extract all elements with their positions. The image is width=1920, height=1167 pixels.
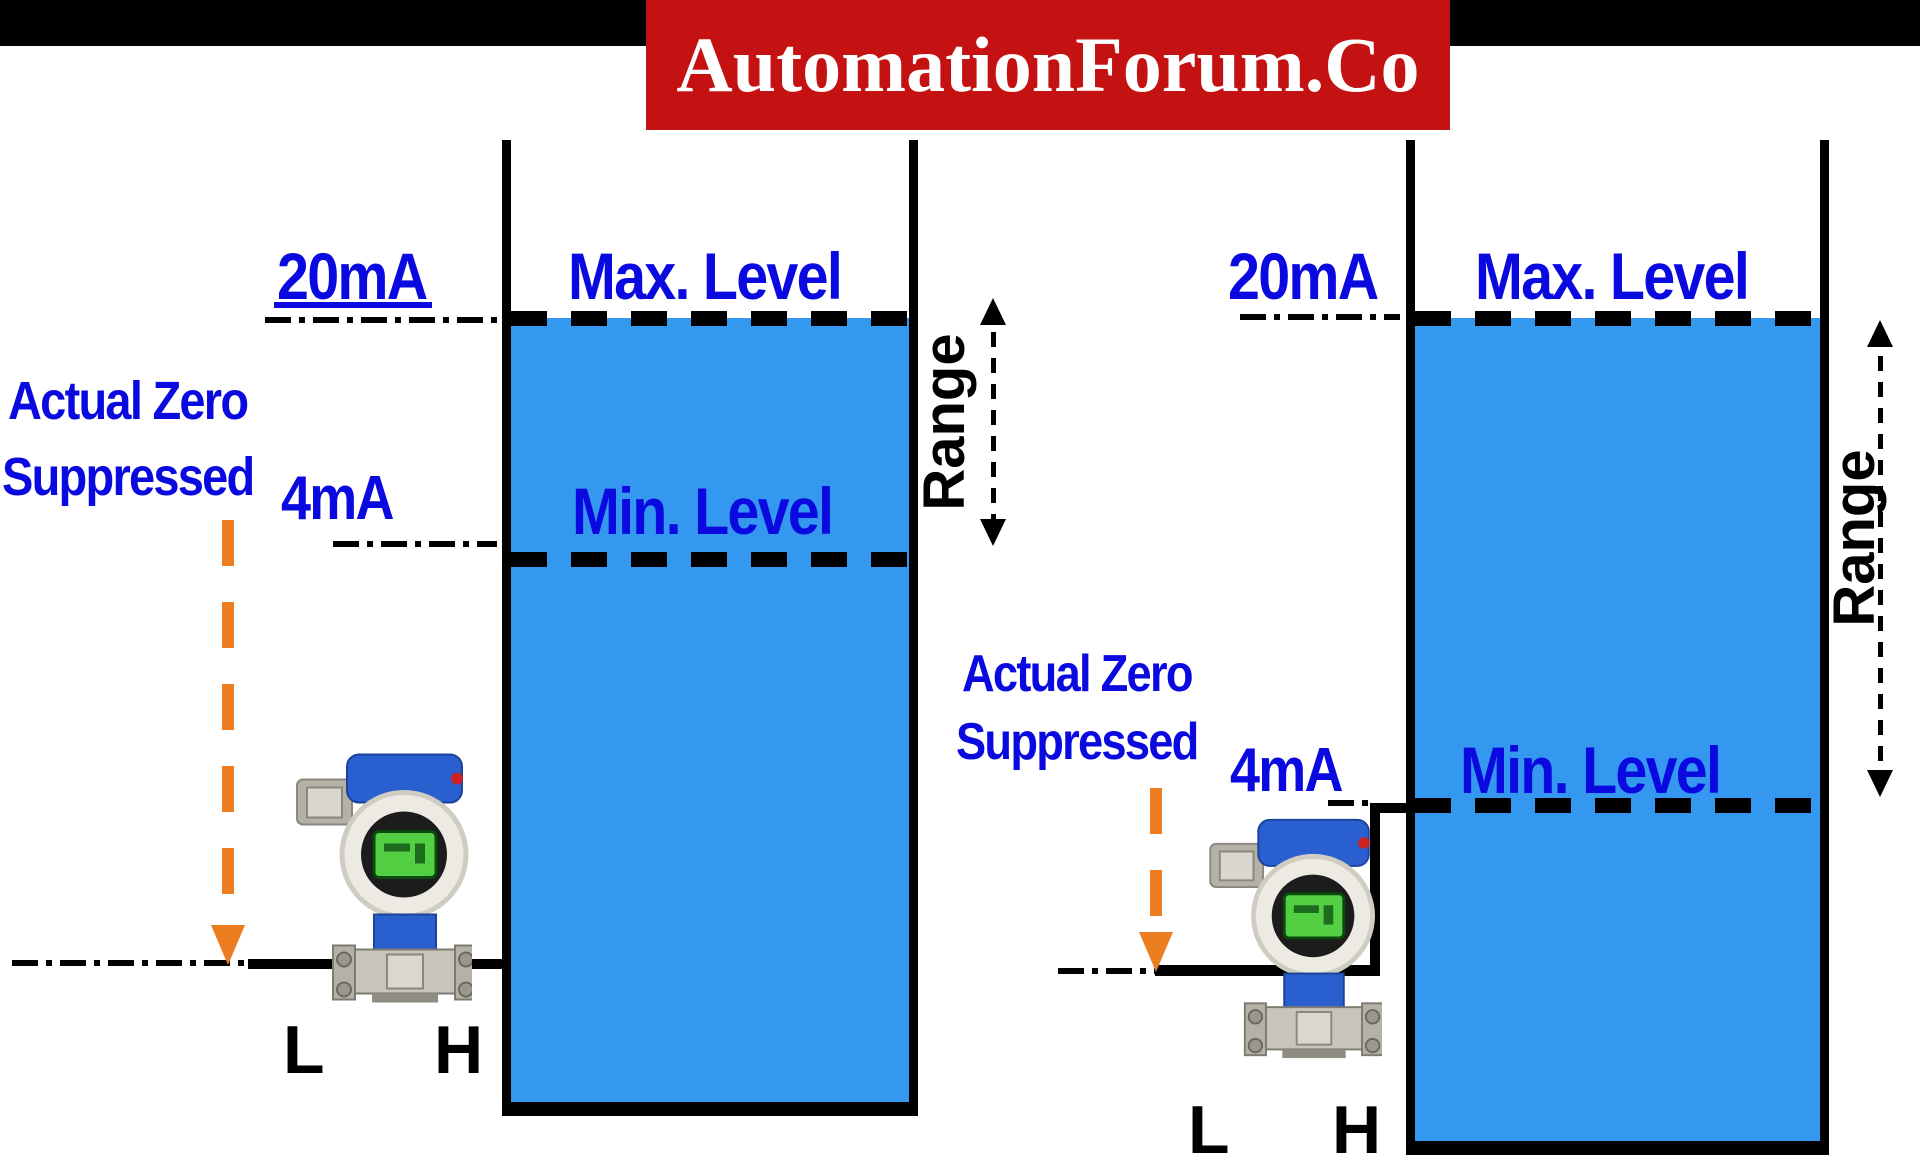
right-zero-arrow-dashes	[1150, 788, 1162, 930]
right-range-arrowhead-up	[1867, 320, 1893, 347]
right-tank-wall-right	[1820, 140, 1829, 1155]
left-min-level-dashes	[511, 552, 909, 567]
right-range-label: Range	[1822, 449, 1887, 627]
left-range-arrowhead-up	[980, 298, 1006, 325]
left-zero-arrow-dashes	[222, 520, 234, 928]
left-zero-arrowhead	[211, 925, 245, 965]
right-port-high-label: H	[1332, 1092, 1382, 1167]
right-min-level-dashes	[1415, 798, 1820, 813]
right-zero-arrowhead	[1139, 932, 1173, 972]
left-range-arrow-stem	[991, 306, 996, 538]
left-range-arrowhead-down	[980, 519, 1006, 546]
left-suppressed-label: Suppressed	[2, 447, 255, 507]
right-min-level-label: Min. Level	[1460, 733, 1722, 807]
left-max-level-label: Max. Level	[568, 239, 843, 313]
right-4ma-label: 4mA	[1230, 736, 1343, 805]
right-dp-transmitter-illustration	[1209, 818, 1382, 1059]
left-max-level-dashes	[511, 311, 909, 326]
left-tank-bottom	[502, 1102, 918, 1116]
left-tank-water	[511, 318, 909, 1102]
left-port-high-label: H	[434, 1012, 484, 1088]
left-actual-zero-label: Actual Zero	[8, 371, 249, 431]
left-range-label: Range	[912, 333, 977, 511]
right-actual-zero-label: Actual Zero	[962, 645, 1193, 703]
right-tank-wall-left	[1406, 140, 1415, 1155]
right-range-arrowhead-down	[1867, 770, 1893, 797]
right-port-low-label: L	[1188, 1092, 1230, 1167]
left-tank-wall-left	[502, 140, 511, 1116]
brand-banner: AutomationForum.Co	[646, 0, 1450, 130]
left-20ma-label: 20mA	[277, 239, 428, 313]
left-20ma-refline	[265, 317, 497, 323]
right-suppressed-label: Suppressed	[956, 713, 1199, 771]
left-min-level-label: Min. Level	[572, 474, 834, 548]
right-tank-water	[1415, 318, 1820, 1141]
left-zero-datum-dashline	[12, 960, 252, 966]
left-4ma-label: 4mA	[281, 464, 394, 533]
right-tank-bottom	[1406, 1141, 1829, 1155]
left-dp-transmitter-illustration	[296, 753, 472, 1003]
right-range-arrow-stem	[1878, 330, 1883, 772]
left-tank-wall-right	[909, 140, 918, 1116]
right-20ma-label: 20mA	[1228, 239, 1379, 313]
right-4ma-refline	[1328, 800, 1376, 806]
left-port-low-label: L	[283, 1012, 325, 1088]
right-20ma-refline	[1240, 314, 1400, 320]
brand-title: AutomationForum.Co	[676, 21, 1420, 108]
right-max-level-label: Max. Level	[1475, 239, 1750, 313]
left-20ma-underline	[274, 302, 432, 308]
right-zero-datum-dashline	[1058, 968, 1158, 974]
right-impulse-riser	[1370, 803, 1380, 975]
left-4ma-refline	[333, 541, 497, 547]
right-impulse-tap-stub	[1370, 803, 1415, 813]
right-max-level-dashes	[1415, 311, 1820, 326]
right-impulse-line	[1155, 965, 1380, 976]
